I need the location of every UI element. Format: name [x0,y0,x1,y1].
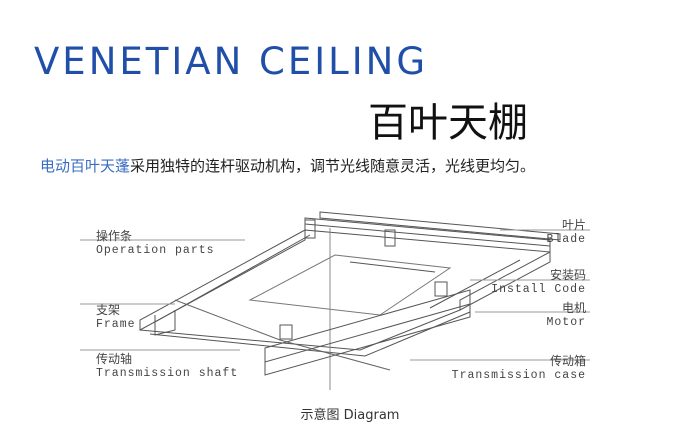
label-frame-zh: 支架 [96,303,121,317]
description-text: 采用独特的连杆驱动机构，调节光线随意灵活，光线更均匀。 [130,157,536,175]
label-motor: 电机 Motor [546,299,586,329]
description: 电动百叶天蓬采用独特的连杆驱动机构，调节光线随意灵活，光线更均匀。 [40,155,535,176]
label-install-code-zh: 安装码 [549,268,586,282]
label-operation-parts-en: Operation parts [96,244,215,257]
label-transmission-shaft: 传动轴 Transmission shaft [96,350,238,380]
label-operation-parts-zh: 操作条 [96,229,133,243]
title-chinese: 百叶天棚 [368,100,528,146]
ceiling-diagram [80,211,590,390]
diagram-caption: 示意图 Diagram [300,408,400,423]
label-frame: 支架 Frame [96,301,136,331]
label-blade-zh: 叶片 [561,218,586,232]
label-transmission-case: 传动箱 Transmission case [452,352,586,382]
label-blade-en: Blade [546,233,586,246]
label-frame-en: Frame [96,318,136,331]
title-english: VENETIAN CEILING [34,40,429,83]
label-transmission-case-zh: 传动箱 [549,354,586,368]
label-transmission-shaft-en: Transmission shaft [96,367,239,380]
label-motor-zh: 电机 [561,301,586,315]
label-operation-parts: 操作条 Operation parts [96,227,215,257]
label-transmission-shaft-zh: 传动轴 [96,352,133,366]
label-install-code-en: Install Code [491,283,586,296]
label-transmission-case-en: Transmission case [451,369,586,382]
description-highlight: 电动百叶天蓬 [40,157,131,175]
label-blade: 叶片 Blade [546,216,586,246]
label-install-code: 安装码 Install Code [491,266,586,296]
label-motor-en: Motor [546,316,586,329]
